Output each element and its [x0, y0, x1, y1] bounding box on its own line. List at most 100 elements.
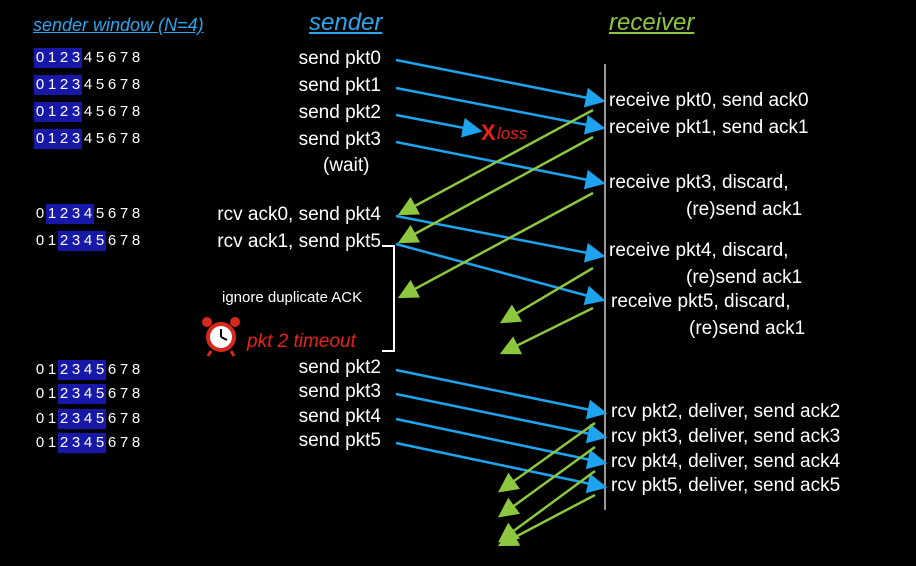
sender-event: send pkt4 — [298, 406, 381, 427]
ack-arrow-dup-ack1 — [499, 306, 594, 355]
receiver-heading: receiver — [609, 9, 695, 36]
sequence-number: 2 — [58, 433, 70, 453]
sequence-number: 4 — [82, 360, 94, 380]
sequence-number: 0 — [35, 434, 45, 451]
sequence-number: 2 — [58, 48, 70, 68]
sequence-number: 1 — [46, 204, 58, 224]
sequence-number: 6 — [107, 130, 117, 147]
sequence-number: 2 — [58, 384, 70, 404]
sequence-number: 5 — [94, 231, 106, 251]
sequence-number: 1 — [46, 102, 58, 122]
sequence-number: 8 — [131, 76, 141, 93]
sequence-number: 5 — [95, 103, 105, 120]
sequence-number: 3 — [70, 75, 82, 95]
sequence-number: 1 — [46, 129, 58, 149]
sequence-number: 6 — [107, 103, 117, 120]
sequence-number: 5 — [95, 130, 105, 147]
sequence-number: 0 — [35, 205, 45, 222]
sequence-number: 4 — [83, 76, 93, 93]
sequence-number: 7 — [119, 130, 129, 147]
sequence-number: 7 — [119, 205, 129, 222]
sequence-number: 2 — [58, 409, 70, 429]
sequence-number: 6 — [107, 410, 117, 427]
sequence-number: 6 — [107, 76, 117, 93]
sequence-number: 8 — [131, 361, 141, 378]
send-arrow-pkt1 — [395, 86, 606, 135]
receiver-event: receive pkt3, discard, — [609, 172, 789, 193]
sequence-number: 2 — [58, 204, 70, 224]
receiver-event: (re)send ack1 — [686, 267, 803, 288]
sequence-number: 6 — [107, 232, 117, 249]
wait-label: (wait) — [323, 155, 370, 176]
sequence-number: 4 — [82, 204, 94, 224]
sender-event: send pkt2 — [298, 357, 381, 378]
sequence-number: 2 — [58, 129, 70, 149]
sequence-number: 3 — [70, 231, 82, 251]
resend-arrow-pkt4 — [395, 417, 608, 470]
sequence-number: 3 — [70, 433, 82, 453]
receiver-event: receive pkt1, send ack1 — [609, 117, 809, 138]
sequence-number: 3 — [70, 102, 82, 122]
receiver-event: rcv pkt5, deliver, send ack5 — [611, 475, 841, 496]
sequence-number: 0 — [35, 361, 45, 378]
sender-event: send pkt3 — [298, 381, 381, 402]
sequence-number: 3 — [70, 204, 82, 224]
sender-event: send pkt5 — [298, 430, 381, 451]
sequence-number: 7 — [119, 103, 129, 120]
sequence-number: 2 — [58, 102, 70, 122]
receiver-event: (re)send ack1 — [686, 199, 803, 220]
sequence-number: 3 — [70, 48, 82, 68]
sequence-number: 8 — [131, 385, 141, 402]
receiver-event: rcv pkt4, deliver, send ack4 — [611, 451, 841, 472]
sequence-number: 5 — [94, 384, 106, 404]
sequence-number: 7 — [119, 410, 129, 427]
sender-event: send pkt1 — [298, 75, 381, 96]
ack-arrow-dup-ack1 — [499, 266, 594, 324]
receiver-event: receive pkt4, discard, — [609, 240, 789, 261]
sequence-number: 8 — [131, 205, 141, 222]
sequence-number: 5 — [94, 409, 106, 429]
sequence-number: 0 — [35, 410, 45, 427]
sequence-number: 3 — [70, 384, 82, 404]
sequence-number: 4 — [83, 103, 93, 120]
receiver-event: rcv pkt2, deliver, send ack2 — [611, 401, 841, 422]
timeout-label: pkt 2 timeout — [247, 331, 356, 352]
sequence-number: 4 — [82, 433, 94, 453]
receiver-event: rcv pkt3, deliver, send ack3 — [611, 426, 841, 447]
resend-arrow-pkt3 — [395, 392, 608, 444]
sequence-number: 0 — [35, 385, 45, 402]
sequence-number: 3 — [70, 360, 82, 380]
sequence-number: 4 — [82, 231, 94, 251]
ack-arrow-ack2 — [497, 421, 596, 493]
send-arrow-pkt0 — [395, 58, 606, 108]
sequence-number: 6 — [107, 434, 117, 451]
sender-event: rcv ack1, send pkt5 — [217, 231, 381, 252]
ack-arrow-ack5 — [497, 493, 596, 547]
sequence-number: 8 — [131, 103, 141, 120]
alarm-clock-icon — [202, 317, 240, 357]
sender-heading: sender — [309, 9, 383, 36]
ack-arrow-ack0 — [397, 108, 594, 216]
sequence-number: 7 — [119, 434, 129, 451]
sequence-number: 5 — [94, 360, 106, 380]
sequence-number: 8 — [131, 49, 141, 66]
sequence-number: 1 — [47, 410, 57, 427]
sequence-number: 5 — [95, 76, 105, 93]
sequence-number: 8 — [131, 410, 141, 427]
receiver-event: receive pkt5, discard, — [611, 291, 791, 312]
sequence-number: 6 — [107, 361, 117, 378]
sequence-number: 7 — [119, 361, 129, 378]
sequence-number: 5 — [95, 49, 105, 66]
sender-window-title: sender window (N=4) — [33, 15, 204, 35]
timeout-bracket — [382, 245, 395, 352]
sequence-number: 7 — [119, 385, 129, 402]
